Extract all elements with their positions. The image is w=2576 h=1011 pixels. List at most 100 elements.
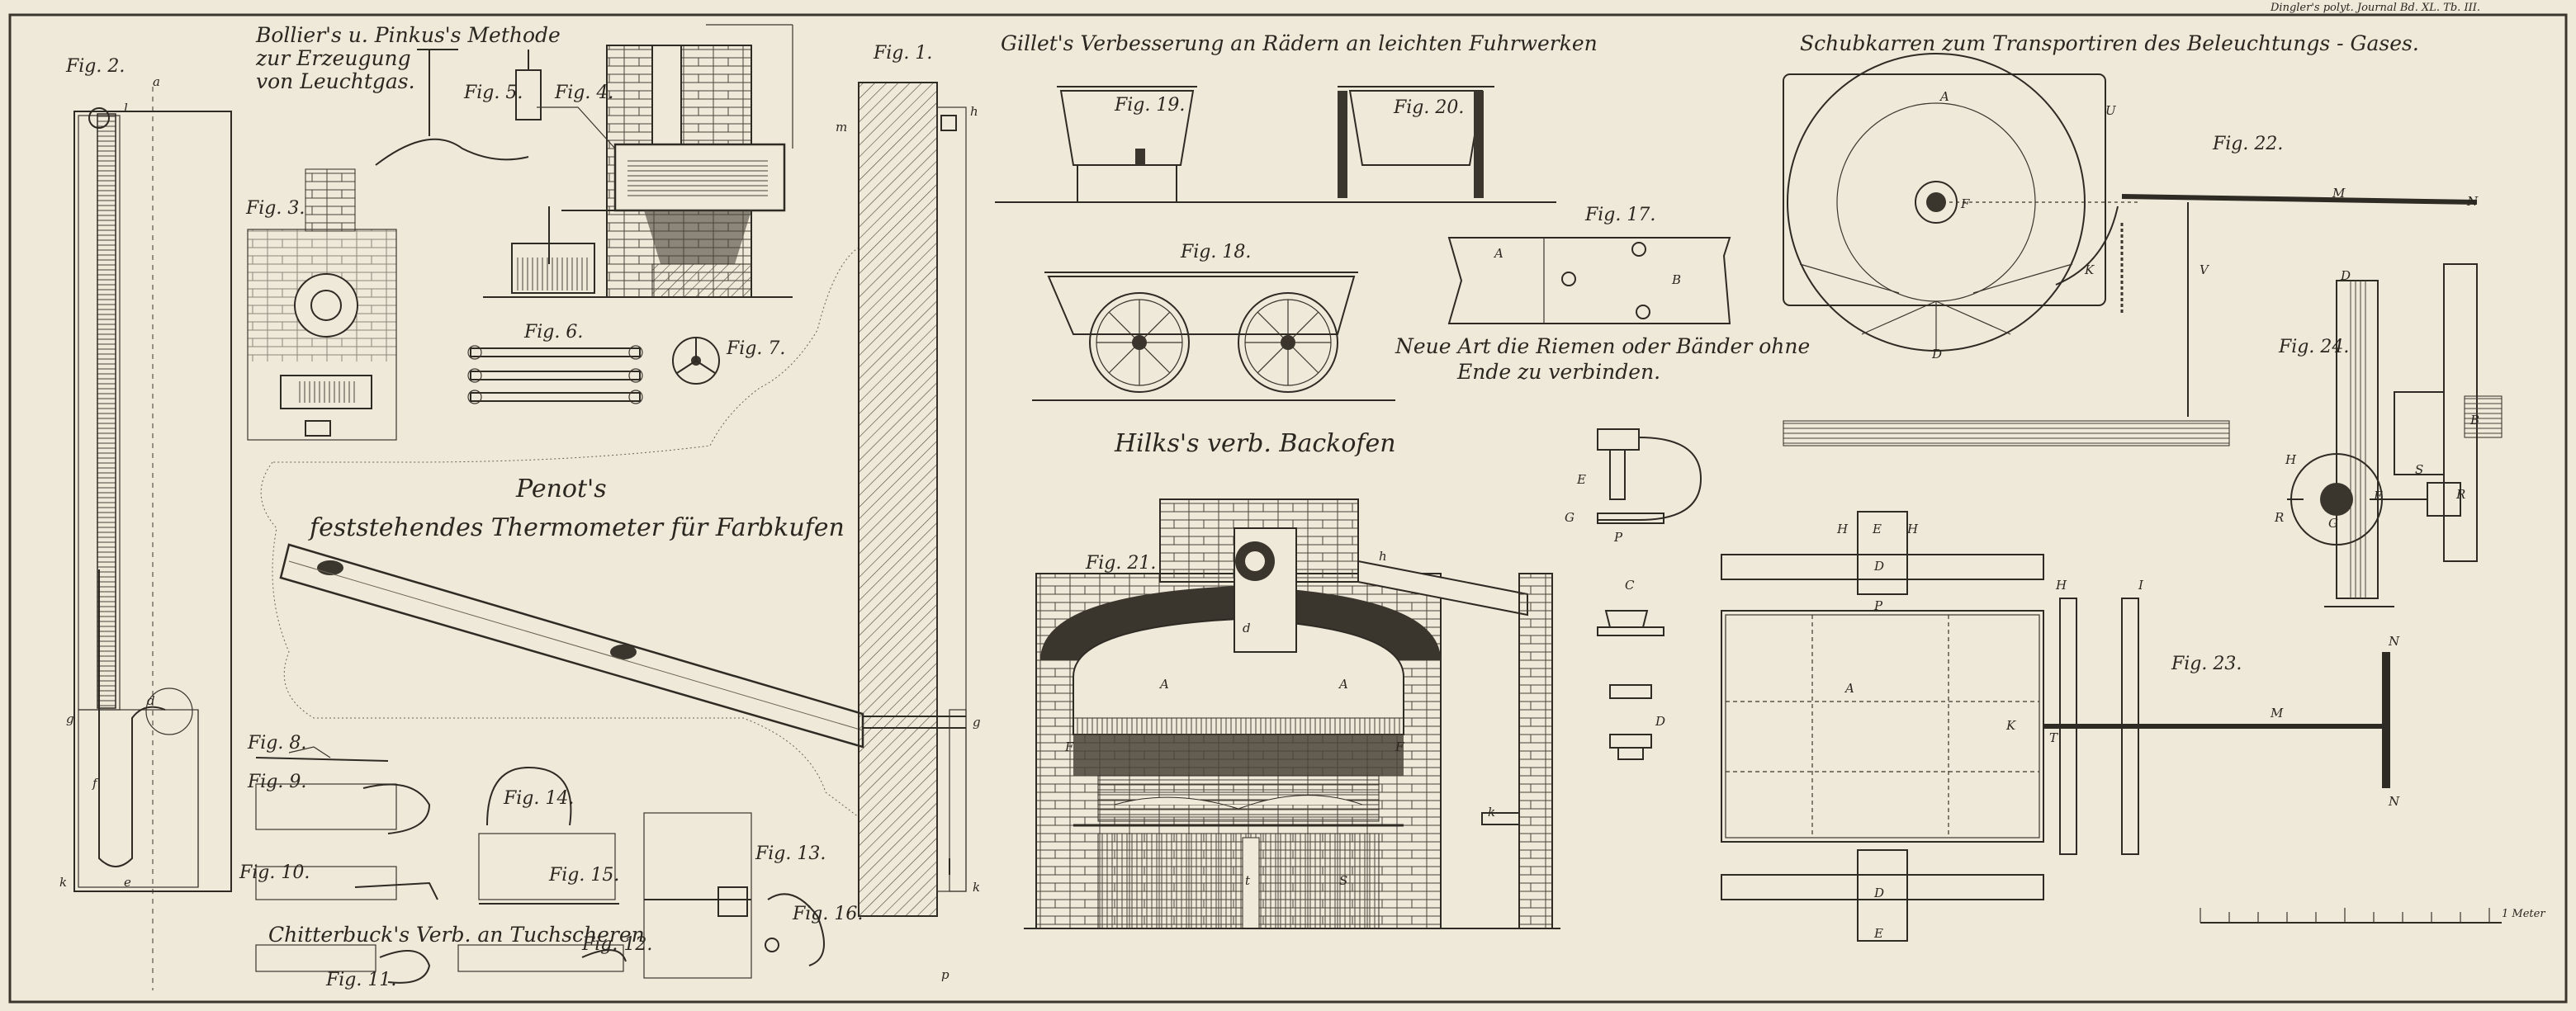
ref-letter: A	[1494, 246, 1503, 261]
ref-letter: h	[1379, 549, 1387, 564]
ref-letter: S	[1339, 873, 1348, 888]
ref-letter: D	[1932, 347, 1943, 361]
ref-letter: m	[836, 120, 848, 135]
fig-18-label: Fig. 18.	[1181, 242, 1252, 262]
fig-15-label: Fig. 15.	[549, 865, 620, 886]
fig-8-label: Fig. 8.	[248, 733, 307, 754]
ref-letter: P	[1614, 530, 1623, 545]
ref-letter: B	[1672, 272, 1682, 287]
ref-letter: R	[2456, 487, 2466, 502]
fig-1-wall-drawing	[858, 82, 967, 917]
ref-letter: C	[1625, 578, 1635, 593]
ref-letter: V	[2200, 262, 2209, 277]
fig-22-wheelbarrow-drawing	[1783, 53, 2478, 446]
fig-21-oven-drawing	[1024, 498, 1560, 929]
fig-16-label: Fig. 16.	[793, 904, 864, 924]
ref-letter: d	[147, 693, 155, 708]
ref-letter: H	[1837, 522, 1849, 536]
ref-letter: a	[153, 74, 160, 89]
title-gas-method-line2: zur Erzeugung	[256, 46, 411, 70]
ref-letter: S	[2415, 462, 2424, 477]
title-belts-line2: Ende zu verbinden.	[1457, 360, 1661, 384]
wagon-wheel-left	[1089, 292, 1190, 393]
scale-bar-drawing	[2200, 908, 2502, 924]
fig-18-wagon-drawing	[1032, 272, 1395, 401]
fig-24-drawing	[2287, 263, 2503, 607]
fig-19-20-cart-bodies-drawing	[995, 86, 1556, 203]
fig-19-label: Fig. 19.	[1115, 95, 1186, 116]
title-wheelbarrow: Schubkarren zum Transportiren des Beleuc…	[1800, 31, 2419, 55]
ref-letter: g	[973, 715, 981, 730]
fig-3-label: Fig. 3.	[246, 198, 305, 219]
ref-letter: K	[2085, 262, 2095, 277]
title-thermometer-line2: feststehendes Thermometer für Farbkufen	[310, 513, 845, 542]
ref-letter: U	[2105, 103, 2116, 118]
fig-17-belt-joint-drawing	[1447, 237, 1731, 324]
fig-10-label: Fig. 10.	[239, 862, 310, 883]
ref-letter: k	[59, 875, 68, 890]
fig-2-label: Fig. 2.	[66, 56, 125, 77]
ref-letter: G	[2328, 516, 2338, 531]
scale-label: 1 Meter	[2502, 908, 2545, 920]
title-belts-line1: Neue Art die Riemen oder Bänder ohne	[1395, 334, 1811, 358]
fig-24-label: Fig. 24.	[2279, 337, 2350, 357]
ref-letter: M	[2332, 186, 2346, 201]
fig-2-thermometer-drawing	[73, 87, 232, 990]
wagon-wheel-right	[1238, 292, 1338, 393]
ref-letter: h	[970, 104, 978, 119]
ref-letter: A	[1940, 89, 1949, 104]
ref-letter: H	[2056, 578, 2067, 593]
fig-9-label: Fig. 9.	[248, 772, 307, 792]
fig-1-label: Fig. 1.	[874, 43, 933, 64]
fig-23-label: Fig. 23.	[2171, 654, 2242, 674]
ref-letter: M	[2271, 706, 2284, 720]
fig-4-5-gas-apparatus-drawing	[375, 24, 793, 298]
ref-letter: E	[2374, 489, 2383, 503]
ref-letter: D	[1655, 714, 1666, 729]
ref-letter: N	[2467, 194, 2479, 209]
fig-17-label: Fig. 17.	[1585, 205, 1656, 225]
ref-letter: d	[1243, 621, 1251, 635]
ref-letter: A	[1845, 681, 1854, 696]
title-wheels: Gillet's Verbesserung an Rädern an leich…	[1001, 31, 1598, 55]
ref-letter: k	[1488, 805, 1496, 820]
ref-letter: R	[2275, 510, 2285, 525]
ref-letter: e	[124, 875, 131, 890]
ref-letter: P	[1874, 598, 1883, 613]
ref-letter: H	[1907, 522, 1919, 536]
figs-8-16-shears-drawing	[255, 746, 825, 984]
fig-23-drawing	[1721, 511, 2390, 942]
ref-letter: N	[2389, 794, 2400, 809]
fig-5-label: Fig. 5.	[464, 83, 523, 103]
ref-letter: E	[1577, 472, 1586, 487]
ref-letter: T	[2049, 730, 2058, 745]
ref-letter: H	[2285, 452, 2297, 467]
ref-letter: F	[1065, 739, 1074, 754]
fig-3-drawing	[247, 168, 397, 441]
fig-6-rods-drawing	[467, 345, 643, 404]
plate-border	[8, 13, 2568, 1004]
fig-7-wheel-drawing	[672, 337, 720, 385]
fig-20-label: Fig. 20.	[1394, 97, 1465, 118]
ref-letter: f	[92, 776, 97, 791]
ref-letter: D	[1874, 886, 1885, 900]
ref-letter: l	[124, 101, 128, 116]
journal-header: Dingler's polyt. Journal Bd. XL. Tb. III…	[2271, 2, 2480, 14]
fig-4-label: Fig. 4.	[555, 83, 614, 103]
ref-letter: t	[1245, 873, 1251, 888]
fig-21-label: Fig. 21.	[1086, 553, 1157, 574]
fig-14-label: Fig. 14.	[504, 788, 575, 809]
ref-letter: N	[2389, 634, 2400, 649]
fig-11-label: Fig. 11.	[326, 970, 397, 990]
title-shears: Chitterbuck's Verb. an Tuchscheren	[268, 923, 645, 947]
ref-letter: F	[1961, 196, 1970, 211]
ref-letter: D	[1874, 559, 1885, 574]
ref-letter: g	[66, 711, 74, 726]
ref-letter: D	[2341, 268, 2351, 283]
belt-clamp-drawing	[1597, 428, 1702, 760]
ref-letter: E	[1873, 522, 1882, 536]
ref-letter: G	[1565, 510, 1574, 525]
ref-letter: B	[2470, 413, 2480, 428]
penot-thermometer-drawing	[279, 543, 864, 749]
